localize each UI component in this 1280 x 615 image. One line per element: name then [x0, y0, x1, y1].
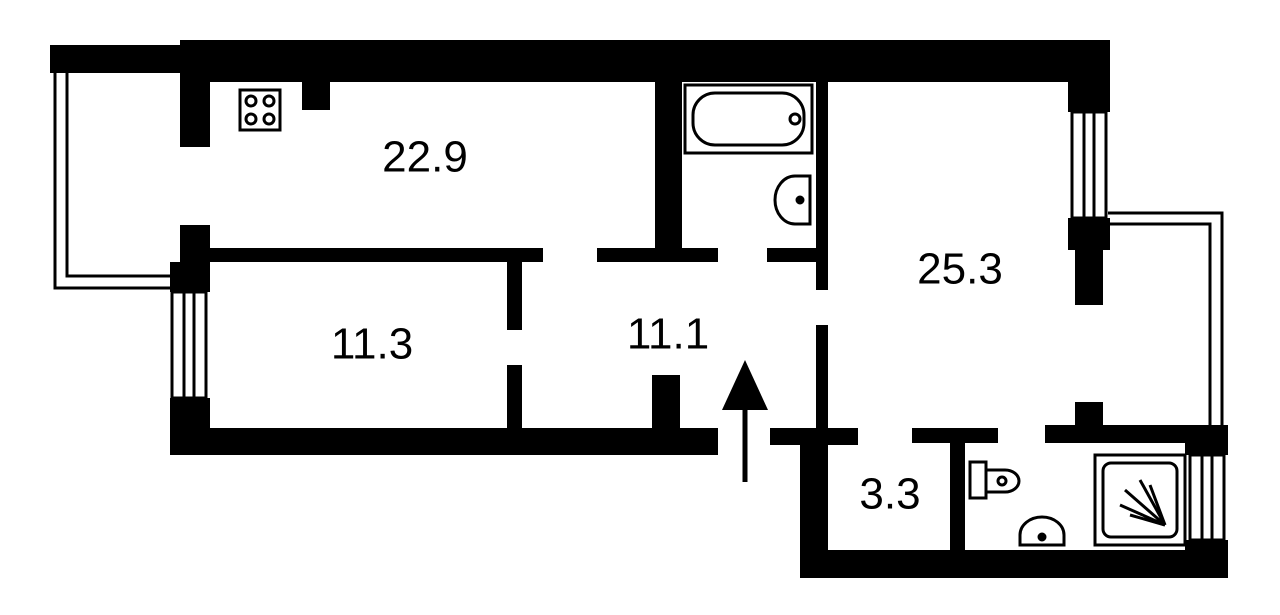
wall-mid-3: [767, 248, 828, 262]
wall-living-stub: [1075, 402, 1103, 430]
wall-living-left: [816, 325, 828, 430]
wall-hall-stub: [652, 375, 680, 428]
wall-wc-divider: [950, 443, 965, 550]
wall-bedroom-left-top: [170, 262, 210, 292]
wall-wc-top-1: [912, 428, 998, 443]
window-icon: [1188, 453, 1226, 542]
wall-right-stub: [1075, 250, 1103, 305]
shower-icon: [1093, 453, 1187, 547]
wall-right-bottom-top: [1185, 425, 1228, 455]
wall-bath-right: [816, 82, 828, 290]
balcony-icon: [53, 73, 1224, 425]
window-icon: [1070, 110, 1108, 220]
wall-right-top: [1068, 40, 1110, 112]
room-area-living-room: 25.3: [917, 245, 1003, 294]
room-area-bedroom: 11.3: [331, 320, 413, 369]
room-area-hall: 11.1: [627, 310, 709, 359]
walls: [50, 40, 1228, 578]
sink-icon: [1018, 515, 1066, 547]
wall-kitchen-left-upper: [180, 82, 210, 147]
wall-top: [180, 40, 1110, 82]
wall-partition-upper: [507, 262, 522, 330]
stove-icon: [238, 88, 282, 132]
toilet-icon: [968, 460, 1021, 500]
wall-partition-lower: [507, 365, 522, 428]
wall-right-mid: [1068, 218, 1110, 250]
room-area-wc: 3.3: [859, 470, 920, 519]
wall-right-bottom-low: [1185, 540, 1228, 578]
wall-mid-2: [597, 248, 718, 262]
wall-top-left: [50, 45, 180, 73]
wall-kitchen-stub: [302, 82, 330, 110]
bathtub-icon: [683, 83, 814, 155]
sink-icon: [773, 174, 812, 226]
entrance-arrow-icon: [722, 360, 768, 482]
wall-bottom-entry: [770, 428, 858, 445]
wall-bottom-left: [170, 428, 718, 455]
wall-kitchen-bath: [655, 82, 682, 262]
window-icon: [170, 290, 208, 400]
room-area-kitchen: 22.9: [382, 133, 468, 182]
wall-mid-1: [180, 248, 543, 262]
wall-bottom: [800, 550, 1228, 578]
